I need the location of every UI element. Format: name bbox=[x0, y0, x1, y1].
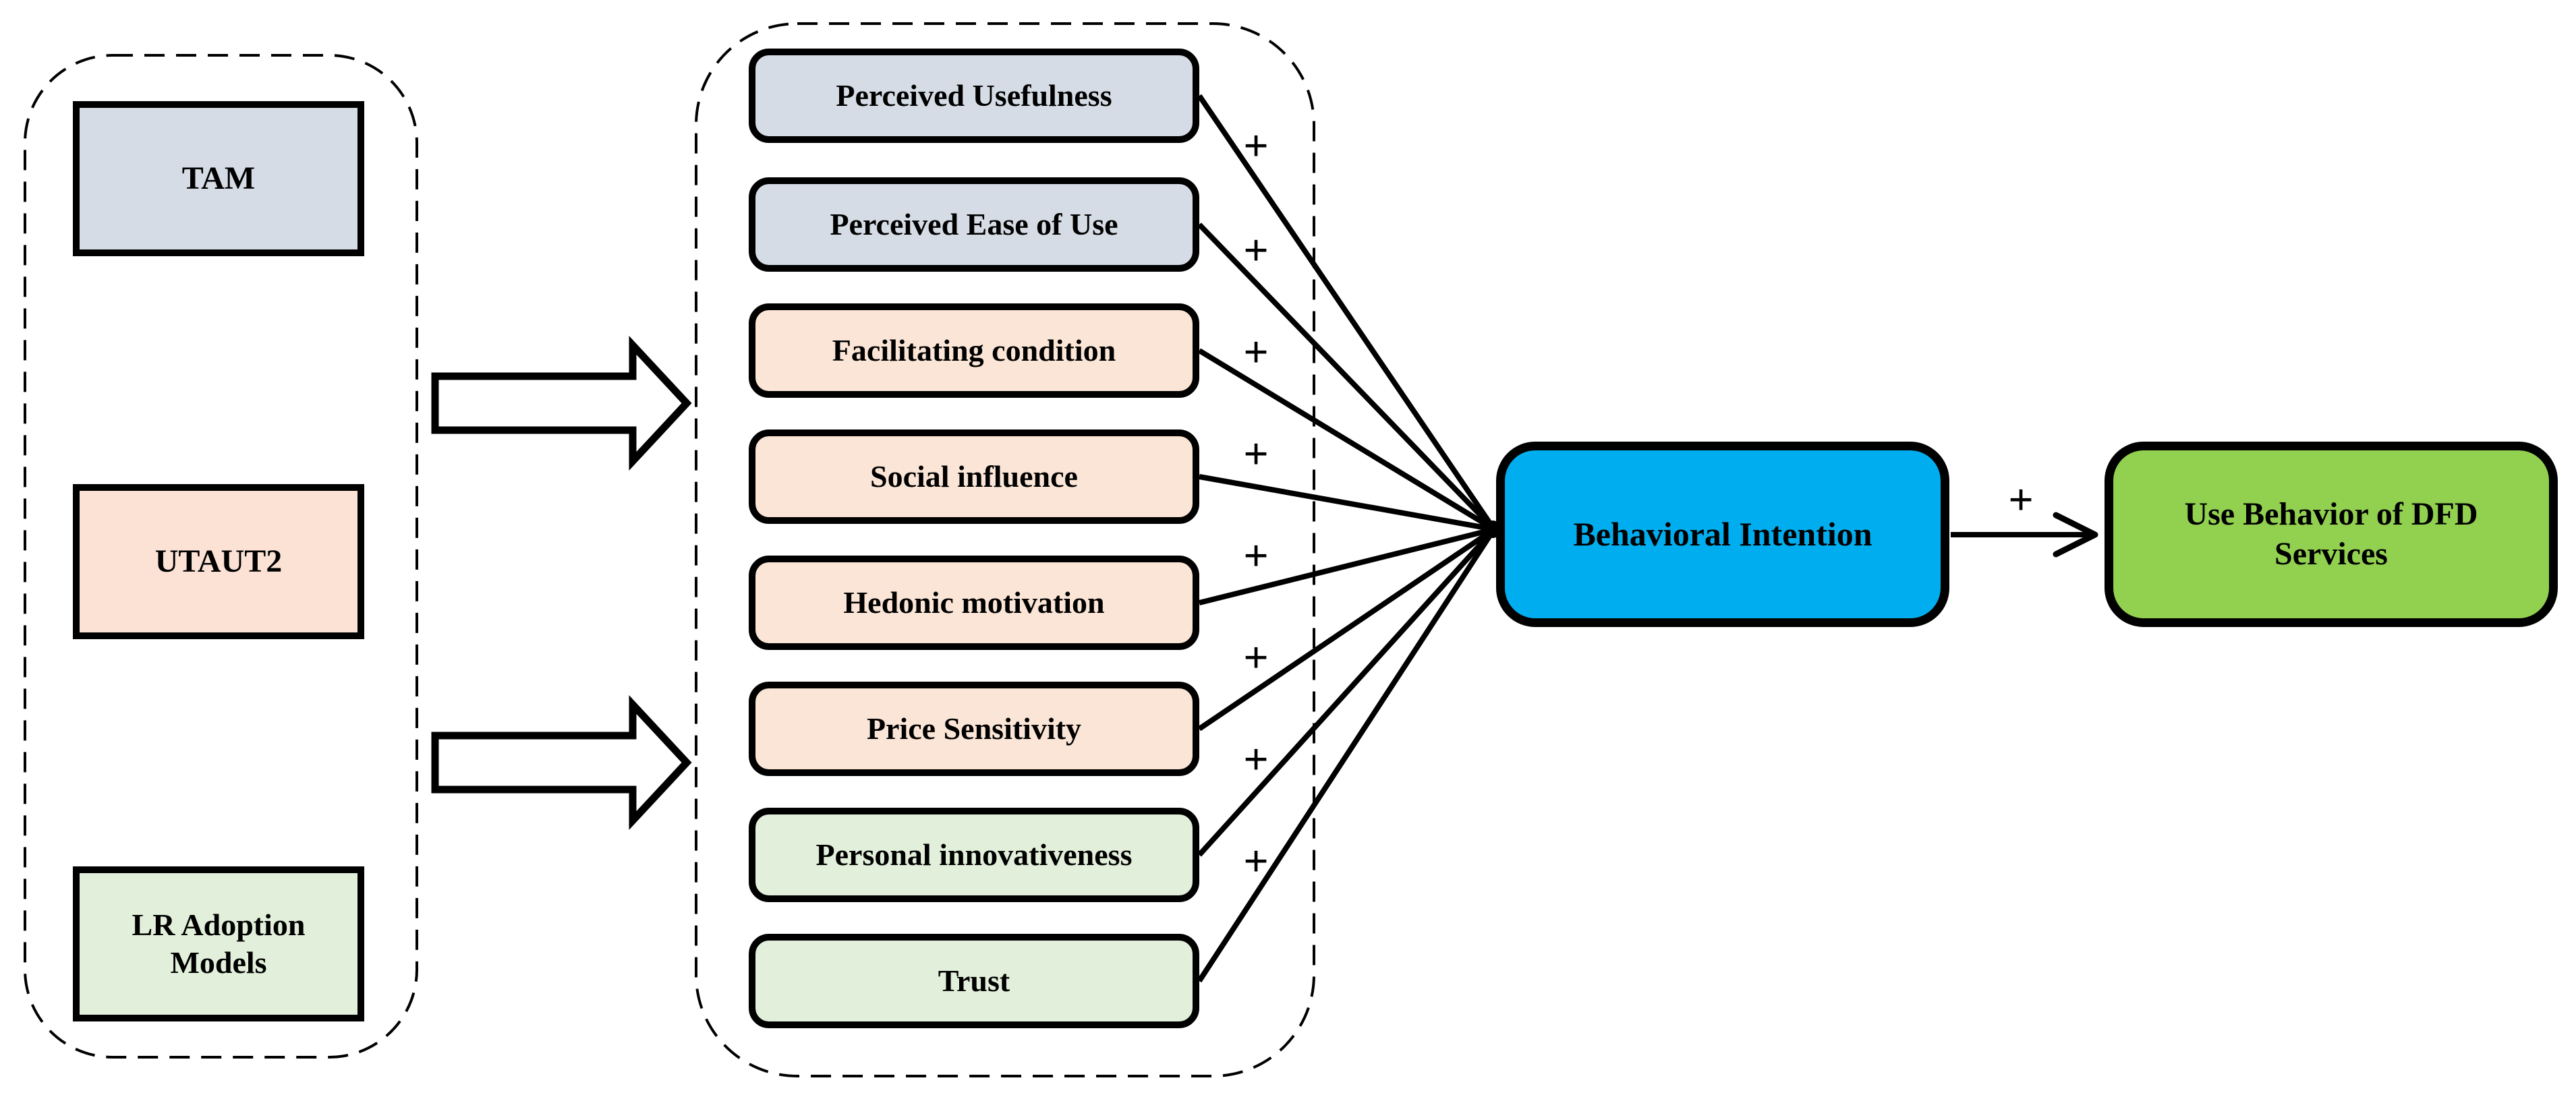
source-models-group-border bbox=[24, 54, 418, 1059]
path-sign: + bbox=[1243, 837, 1269, 886]
connector-line bbox=[1199, 527, 1495, 605]
node-perceived-usefulness: Perceived Usefulness bbox=[749, 49, 1199, 143]
path-sign: + bbox=[1243, 735, 1269, 784]
connector-line bbox=[1197, 527, 1496, 857]
connector-line bbox=[1197, 94, 1497, 531]
node-price-sensitivity: Price Sensitivity bbox=[749, 682, 1199, 776]
factor-label: Facilitating condition bbox=[832, 332, 1116, 367]
node-behavioral-intention-label: Behavioral Intention bbox=[1573, 515, 1872, 553]
path-sign: + bbox=[1243, 633, 1269, 682]
connector-line bbox=[1197, 527, 1497, 983]
node-hedonic-motivation: Hedonic motivation bbox=[749, 556, 1199, 650]
factor-label: Social influence bbox=[870, 458, 1078, 494]
node-lr-adoption-models: LR Adoption Models bbox=[73, 866, 364, 1021]
node-trust: Trust bbox=[749, 934, 1199, 1028]
node-personal-innovativeness: Personal innovativeness bbox=[749, 808, 1199, 902]
path-sign: + bbox=[2008, 475, 2034, 525]
node-behavioral-intention: Behavioral Intention bbox=[1496, 442, 1949, 627]
factors-group-border bbox=[695, 22, 1315, 1077]
factor-label: Price Sensitivity bbox=[866, 711, 1082, 746]
node-tam-label: TAM bbox=[181, 160, 256, 196]
factor-label: Hedonic motivation bbox=[843, 585, 1105, 620]
factor-label: Perceived Usefulness bbox=[836, 78, 1112, 113]
connector-line bbox=[1197, 527, 1496, 732]
block-right-arrow-icon bbox=[431, 695, 692, 830]
path-sign: + bbox=[1243, 429, 1269, 479]
node-use-behavior-of-dfd-services: Use Behavior of DFD Services bbox=[2105, 442, 2558, 627]
path-sign: + bbox=[1243, 121, 1269, 171]
node-use-behavior-label: Use Behavior of DFD Services bbox=[2184, 496, 2478, 572]
connector-line bbox=[1197, 222, 1496, 531]
path-sign: + bbox=[1243, 531, 1269, 581]
path-sign: + bbox=[1243, 226, 1269, 275]
factor-label: Perceived Ease of Use bbox=[830, 206, 1118, 241]
node-facilitating-condition: Facilitating condition bbox=[749, 303, 1199, 398]
block-right-arrow-icon bbox=[431, 336, 692, 471]
factor-label: Personal innovativeness bbox=[815, 837, 1133, 872]
path-sign: + bbox=[1243, 328, 1269, 377]
node-perceived-ease-of-use: Perceived Ease of Use bbox=[749, 177, 1199, 272]
factor-label: Trust bbox=[938, 963, 1010, 998]
arrowhead-icon bbox=[2053, 512, 2098, 558]
node-utaut2-label: UTAUT2 bbox=[154, 543, 283, 579]
connector-line bbox=[1197, 348, 1496, 532]
connector-line bbox=[1199, 474, 1495, 532]
node-tam: TAM bbox=[73, 101, 364, 256]
node-social-influence: Social influence bbox=[749, 429, 1199, 524]
node-utaut2: UTAUT2 bbox=[73, 484, 364, 639]
node-lr-adoption-models-label: LR Adoption Models bbox=[132, 907, 306, 980]
